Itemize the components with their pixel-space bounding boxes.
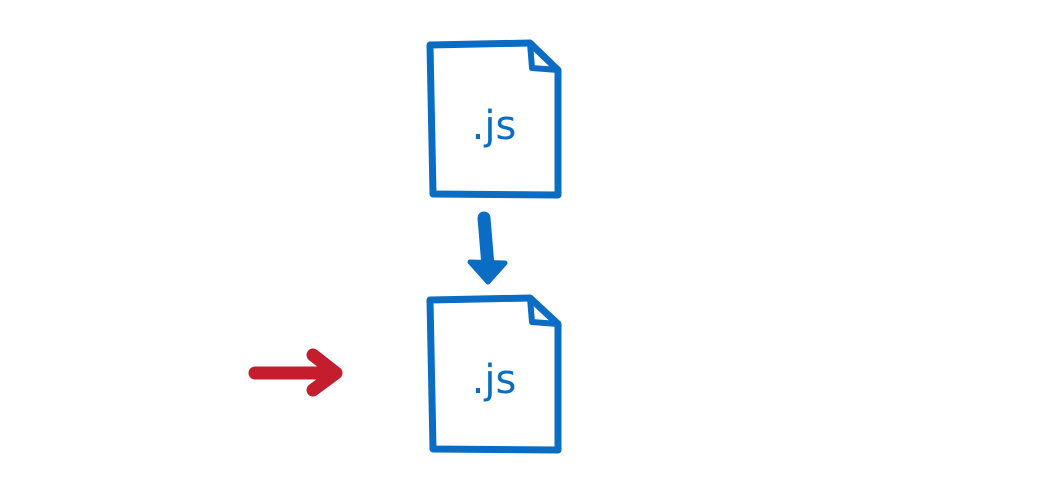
file-icon [426,294,562,454]
page-fold-icon [527,295,561,327]
right-arrow-icon [248,348,343,397]
file-label: .js [472,103,517,149]
output-file: .js [426,294,562,454]
file-label: .js [472,357,517,403]
source-file: .js [426,39,562,199]
page-fold-icon [527,40,561,73]
file-icon [426,39,562,199]
down-arrow-icon [467,211,508,285]
